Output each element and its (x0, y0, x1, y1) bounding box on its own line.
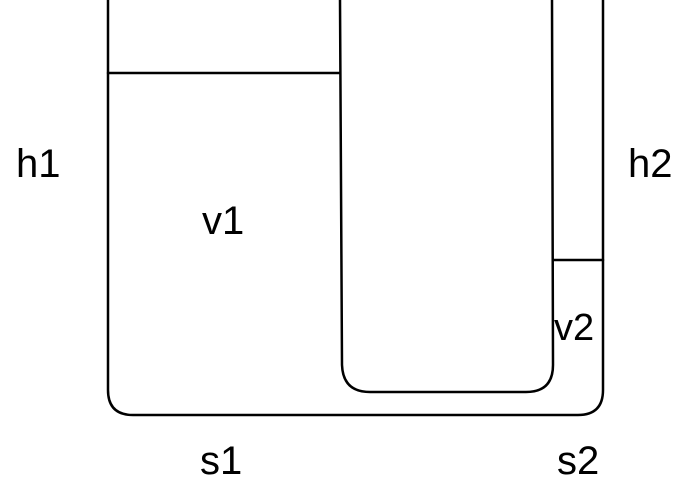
label-h2: h2 (628, 142, 673, 186)
container-outline (106, 0, 605, 417)
inner-object-outline (338, 0, 555, 394)
label-h1: h1 (16, 142, 61, 186)
label-s1: s1 (200, 439, 242, 483)
label-s2: s2 (557, 439, 599, 483)
label-v2: v2 (554, 307, 594, 349)
label-v1: v1 (202, 199, 244, 243)
